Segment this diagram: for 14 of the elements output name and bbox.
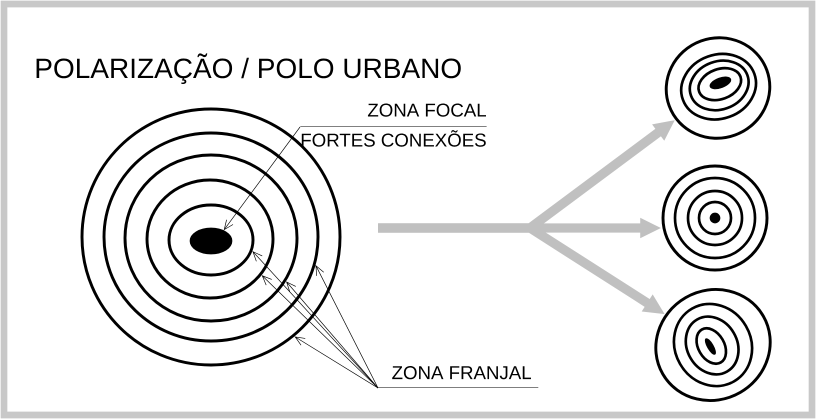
leader-line: [316, 265, 378, 388]
target-rings-drawing: [664, 36, 772, 140]
focal-ellipse: [190, 228, 232, 254]
zone-label: ZONA FOCAL FORTES CONEXÕES: [300, 104, 487, 147]
leader-line: [262, 275, 378, 388]
title: POLARIZAÇÃO / POLO URBANO: [36, 53, 461, 84]
leader-line: [286, 281, 378, 388]
ring: [168, 204, 254, 276]
ring: [146, 178, 274, 300]
leader-line: [294, 336, 378, 388]
target-rings-drawing: [662, 164, 768, 272]
target-rings-drawing: [654, 288, 772, 402]
zone-label: ZONA FRANJAL: [378, 366, 539, 388]
ring: [124, 154, 298, 322]
